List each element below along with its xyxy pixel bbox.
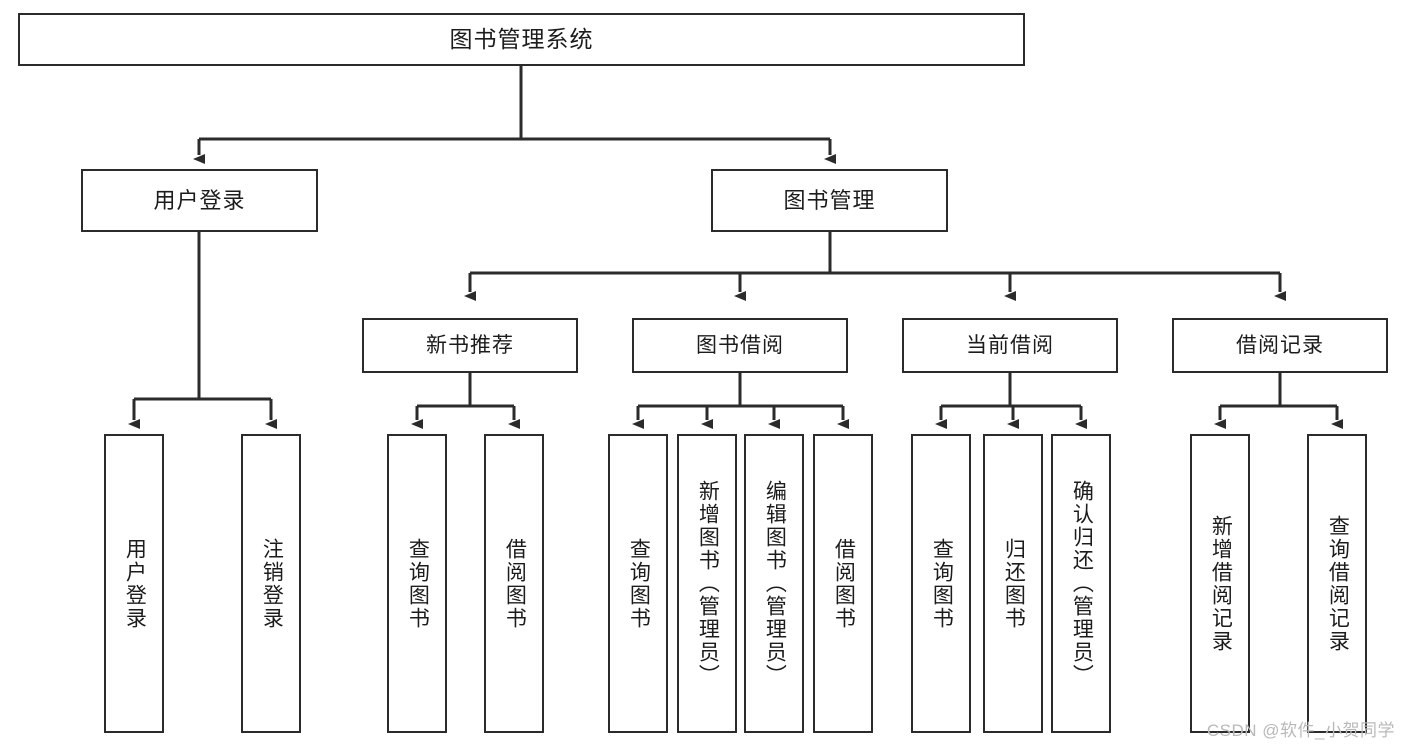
node-borrowing-records-label: 借阅记录 xyxy=(1236,334,1324,357)
node-current-borrowing-label: 当前借阅 xyxy=(966,334,1054,357)
leaf-query-book-recommend[interactable]: 查询图书 xyxy=(387,434,447,733)
leaf-confirm-return-admin[interactable]: 确认归还（管理员） xyxy=(1051,434,1111,733)
leaf-borrow-book-borrowing[interactable]: 借阅图书 xyxy=(813,434,873,733)
leaf-borrow-book-recommend[interactable]: 借阅图书 xyxy=(484,434,544,733)
node-current-borrowing[interactable]: 当前借阅 xyxy=(902,318,1118,373)
leaf-query-book-borrowing[interactable]: 查询图书 xyxy=(608,434,668,733)
leaf-query-book-borrowing-label: 查询图书 xyxy=(627,537,651,630)
leaf-logout-label: 注销登录 xyxy=(260,537,284,630)
leaf-user-login-label: 用户登录 xyxy=(123,537,147,630)
node-borrowing-records[interactable]: 借阅记录 xyxy=(1172,318,1388,373)
node-root[interactable]: 图书管理系统 xyxy=(18,13,1025,66)
node-book-management[interactable]: 图书管理 xyxy=(711,169,948,232)
leaf-user-login[interactable]: 用户登录 xyxy=(104,434,164,733)
node-user-login[interactable]: 用户登录 xyxy=(81,169,318,232)
leaf-add-book-admin-label: 新增图书（管理员） xyxy=(696,480,720,687)
leaf-add-borrow-record-label: 新增借阅记录 xyxy=(1209,514,1233,653)
node-new-book-recommendation-label: 新书推荐 xyxy=(426,334,514,357)
node-user-login-label: 用户登录 xyxy=(153,187,246,213)
node-book-management-label: 图书管理 xyxy=(783,187,876,213)
leaf-return-book-label: 归还图书 xyxy=(1002,537,1026,630)
node-book-borrowing[interactable]: 图书借阅 xyxy=(632,318,848,373)
leaf-add-book-admin[interactable]: 新增图书（管理员） xyxy=(677,434,737,733)
node-book-borrowing-label: 图书借阅 xyxy=(696,334,784,357)
leaf-query-borrow-record-label: 查询借阅记录 xyxy=(1326,514,1350,653)
leaf-logout[interactable]: 注销登录 xyxy=(241,434,301,733)
leaf-query-book-current-label: 查询图书 xyxy=(930,537,954,630)
leaf-add-borrow-record[interactable]: 新增借阅记录 xyxy=(1190,434,1250,733)
watermark: CSDN @软件_小贺同学 xyxy=(1206,721,1395,740)
leaf-borrow-book-borrowing-label: 借阅图书 xyxy=(832,537,856,630)
leaf-query-book-current[interactable]: 查询图书 xyxy=(911,434,971,733)
leaf-confirm-return-admin-label: 确认归还（管理员） xyxy=(1070,480,1094,687)
leaf-borrow-book-recommend-label: 借阅图书 xyxy=(503,537,527,630)
leaf-edit-book-admin[interactable]: 编辑图书（管理员） xyxy=(744,434,804,733)
leaf-edit-book-admin-label: 编辑图书（管理员） xyxy=(763,480,787,687)
node-new-book-recommendation[interactable]: 新书推荐 xyxy=(362,318,578,373)
leaf-query-borrow-record[interactable]: 查询借阅记录 xyxy=(1307,434,1367,733)
leaf-query-book-recommend-label: 查询图书 xyxy=(406,537,430,630)
node-root-label: 图书管理系统 xyxy=(449,26,594,52)
leaf-return-book[interactable]: 归还图书 xyxy=(983,434,1043,733)
